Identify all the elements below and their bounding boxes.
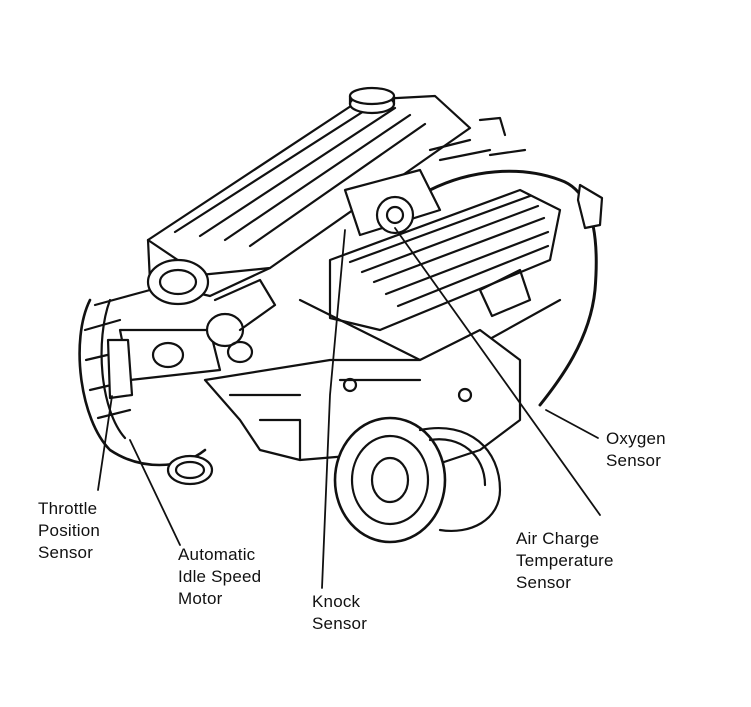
leader-oxygen-sensor: [545, 409, 599, 439]
label-line: Sensor: [516, 573, 572, 592]
distributor: [343, 116, 527, 237]
label-air-charge-temperature-sensor: Air Charge Temperature Sensor: [516, 528, 614, 594]
label-line: Knock: [312, 592, 361, 611]
label-line: Idle Speed: [178, 567, 262, 586]
leader-idle-speed-motor: [129, 439, 181, 546]
label-line: Sensor: [38, 543, 94, 562]
engine-block: [203, 328, 522, 472]
label-line: Automatic: [178, 545, 256, 564]
label-line: Sensor: [312, 614, 368, 633]
label-line: Temperature: [516, 551, 614, 570]
label-line: Motor: [178, 589, 223, 608]
leader-throttle-position-sensor: [97, 395, 113, 491]
alternator: [205, 278, 277, 364]
label-line: Position: [38, 521, 101, 540]
label-throttle-position-sensor: Throttle Position Sensor: [38, 498, 100, 564]
air-intake-duct: [78, 288, 214, 486]
label-line: Air Charge: [516, 529, 600, 548]
intake-manifold: [298, 188, 562, 362]
label-knock-sensor: Knock Sensor: [312, 591, 367, 635]
leader-knock-sensor: [321, 229, 346, 589]
label-automatic-idle-speed-motor: Automatic Idle Speed Motor: [178, 544, 261, 610]
label-line: Oxygen: [606, 429, 666, 448]
crank-pulley: [333, 416, 502, 544]
oxygen-sensor-connector: [576, 183, 604, 230]
label-line: Sensor: [606, 451, 662, 470]
callout-leaders: [97, 227, 601, 589]
throttle-body: [106, 258, 222, 400]
label-oxygen-sensor: Oxygen Sensor: [606, 428, 666, 472]
label-line: Throttle: [38, 499, 98, 518]
leader-air-charge-temp-sensor: [394, 227, 601, 516]
valve-cover: [146, 86, 472, 298]
